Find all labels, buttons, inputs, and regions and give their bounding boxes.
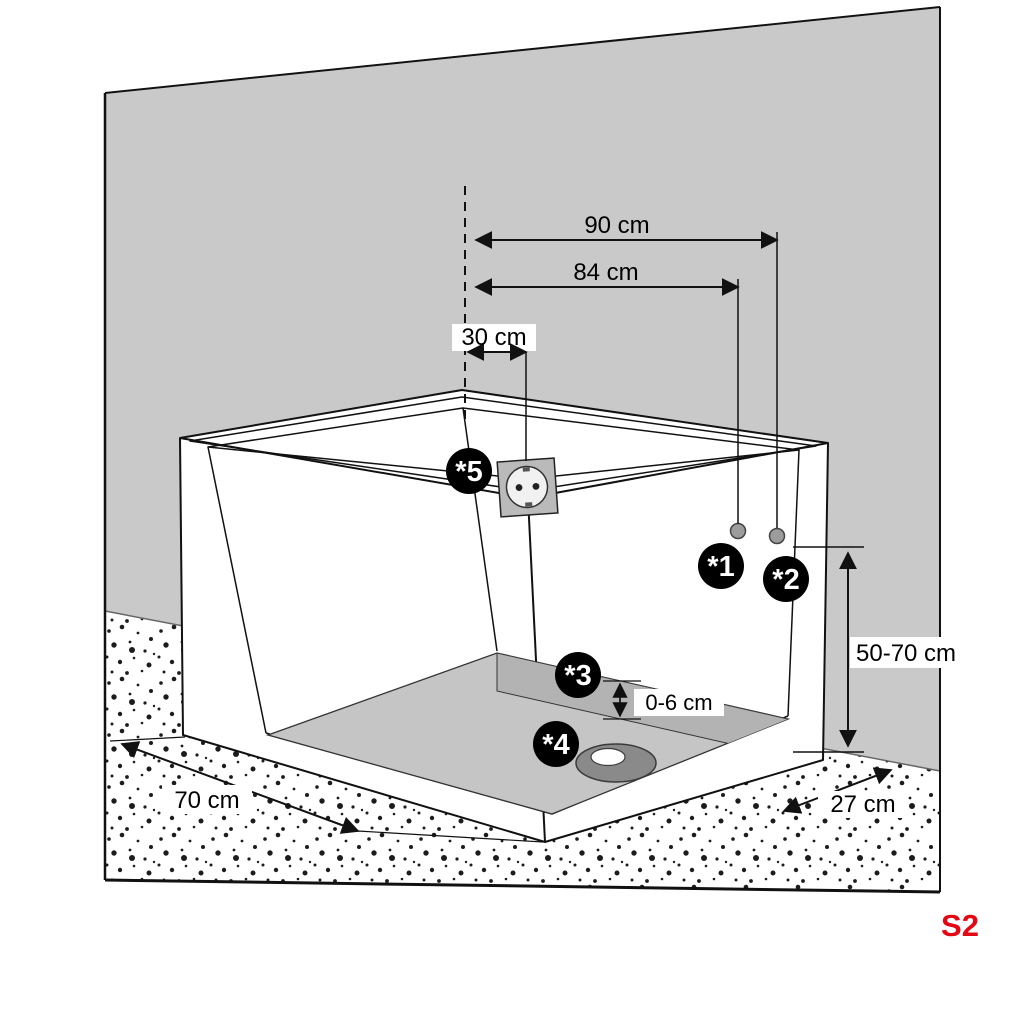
sheet-code: S2 (941, 908, 979, 943)
dim-90: 90 cm (474, 212, 779, 528)
dim-30-label: 30 cm (461, 324, 526, 351)
callout-4-label: *4 (542, 729, 569, 761)
power-socket-icon (496, 457, 559, 518)
dim-27: 27 cm (782, 767, 908, 818)
dim-50-70: 50-70 cm (793, 546, 962, 753)
dim-0-6-label: 0-6 cm (645, 690, 712, 715)
dim-84: 84 cm (474, 259, 740, 524)
callout-3: *3 (555, 652, 601, 698)
dim-70: 70 cm (109, 736, 544, 843)
dim-90-label: 90 cm (584, 212, 649, 239)
rim-mid (189, 396, 817, 492)
dim-0-6: 0-6 cm (603, 680, 724, 720)
dim-70-label: 70 cm (174, 787, 239, 814)
callout-1-label: *1 (707, 551, 734, 583)
dim-30: 30 cm (452, 324, 536, 461)
callout-1: *1 (698, 543, 744, 589)
callout-3-label: *3 (564, 660, 591, 692)
water-connection-point-2 (768, 527, 786, 545)
dim-84-label: 84 cm (573, 259, 638, 286)
callout-2-label: *2 (772, 564, 799, 596)
callout-5: *5 (446, 448, 492, 494)
inner-edge-west (207, 446, 267, 734)
callout-5-label: *5 (455, 456, 482, 488)
drawing-border (103, 6, 941, 894)
water-connection-point-1 (729, 522, 747, 540)
dim-50-70-label: 50-70 cm (856, 640, 956, 667)
callout-2: *2 (763, 556, 809, 602)
dim-27-label: 27 cm (830, 791, 895, 818)
drain-icon (575, 743, 657, 783)
callout-4: *4 (533, 721, 579, 767)
